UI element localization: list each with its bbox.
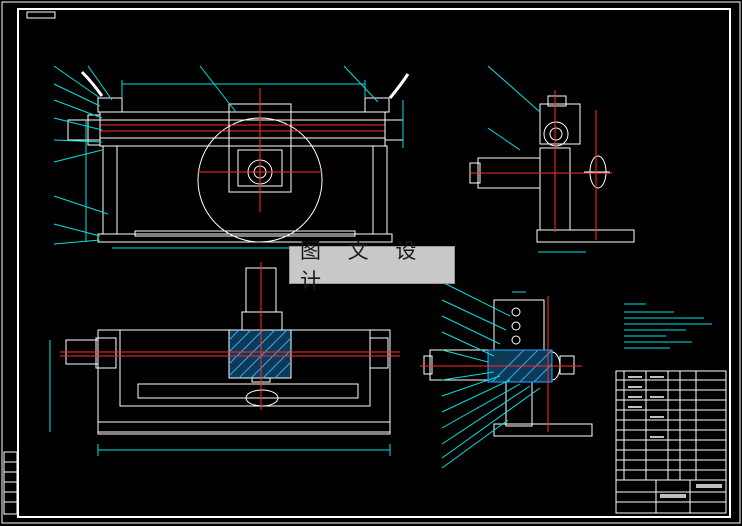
revision-strip xyxy=(3,451,18,515)
sheet-label-box xyxy=(26,11,56,19)
side-view xyxy=(469,65,635,253)
title-block xyxy=(615,370,727,514)
section-view xyxy=(420,281,593,469)
watermark-text: 图 文 设 计 xyxy=(300,239,427,293)
title-block-fill xyxy=(628,376,722,498)
technical-requirements xyxy=(624,303,712,349)
watermark-banner: 图 文 设 计 xyxy=(289,239,455,293)
front-view xyxy=(53,65,410,249)
top-view xyxy=(49,262,400,456)
inner-frame xyxy=(17,8,731,518)
